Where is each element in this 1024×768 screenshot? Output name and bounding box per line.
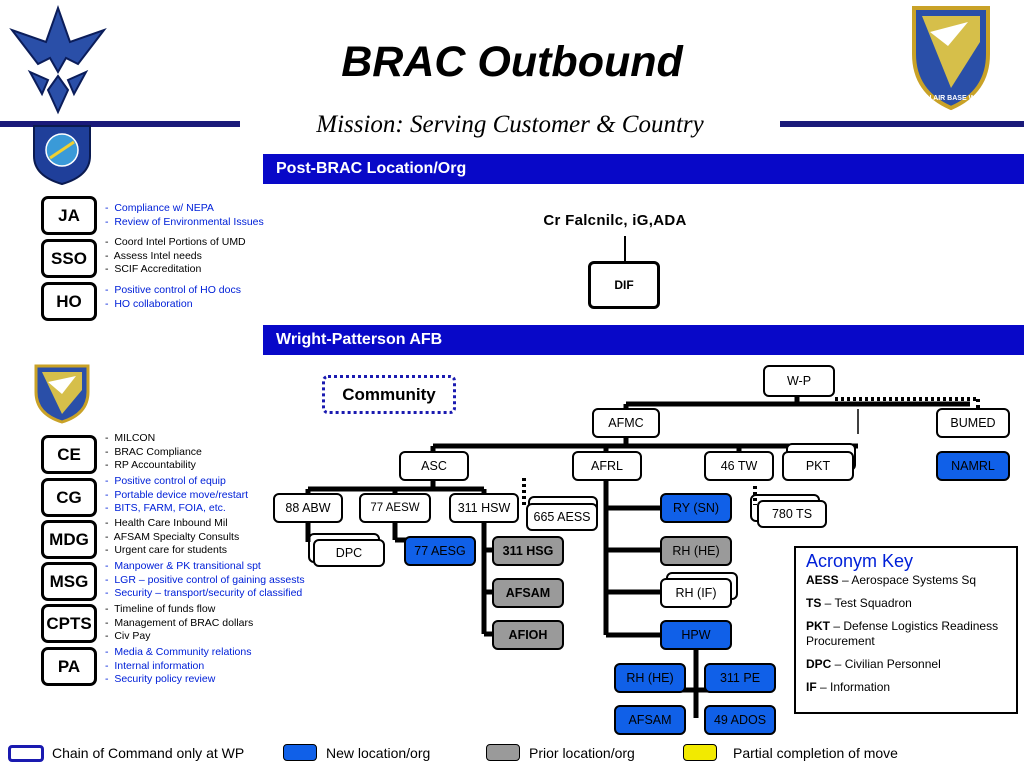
office-sso-items: - Coord Intel Portions of UMD - Assess I… — [105, 236, 246, 277]
acronym-entry: IF – Information — [806, 680, 891, 694]
office-mdg-items: - Health Care Inbound Mil - AFSAM Specia… — [105, 517, 239, 558]
list-item: - Civ Pay — [105, 630, 151, 643]
list-item: - Management of BRAC dollars — [105, 616, 254, 629]
wright-patterson-banner: Wright-Patterson AFB — [263, 325, 1024, 355]
org-311-pe: 311 PE — [704, 663, 776, 693]
list-item: - Portable device move/restart — [105, 488, 248, 501]
acronym-entry: TS – Test Squadron — [806, 596, 912, 610]
list-item: - Timeline of funds flow — [105, 603, 216, 615]
page-title: BRAC Outbound — [341, 38, 683, 86]
org-afrl: AFRL — [572, 451, 642, 481]
list-item: - Media & Community relations — [105, 646, 252, 658]
acronym-entry: DPC – Civilian Personnel — [806, 657, 941, 671]
org-rh-he: RH (HE) — [660, 536, 732, 566]
org-665-aess: 665 AESS — [526, 503, 598, 531]
post-brac-dif-box: DIF — [588, 261, 660, 309]
org-rh-he-new: RH (HE) — [614, 663, 686, 693]
list-item: - Security policy review — [105, 673, 216, 686]
org-afsam: AFSAM — [492, 578, 564, 608]
org-780-ts: 780 TS — [757, 500, 827, 528]
org-46-tw: 46 TW — [704, 451, 774, 481]
legend-label-chain-of-command: Chain of Command only at WP — [52, 745, 245, 761]
org-311-hsw: 311 HSW — [449, 493, 519, 523]
org-ry-sn: RY (SN) — [660, 493, 732, 523]
org-afioh: AFIOH — [492, 620, 564, 650]
office-pa-items: - Media & Community relations - Internal… — [105, 646, 251, 687]
list-item: - Health Care Inbound Mil — [105, 517, 228, 529]
office-mdg: MDG — [41, 520, 97, 559]
legend-label-new: New location/org — [326, 745, 431, 761]
office-ho: HO — [41, 282, 97, 321]
list-item: - SCIF Accreditation — [105, 263, 202, 276]
list-item: - Security – transport/security of class… — [105, 587, 303, 600]
office-ja-items: - Compliance w/ NEPA - Review of Environ… — [105, 202, 264, 229]
legend-swatch-chain-of-command — [8, 745, 44, 762]
legend-swatch-prior — [486, 744, 520, 761]
office-msg: MSG — [41, 562, 97, 601]
list-item: - Review of Environmental Issues — [105, 215, 264, 228]
post-brac-location-label: Cr Falcnilc, iG,ADA — [543, 212, 687, 229]
org-77-aesg: 77 AESG — [404, 536, 476, 566]
org-pkt: PKT — [782, 451, 854, 481]
command-shield-emblem — [33, 125, 91, 186]
list-item: - MILCON — [105, 432, 156, 444]
org-afmc: AFMC — [592, 408, 660, 438]
acronym-entry: AESS – Aerospace Systems Sq — [806, 573, 977, 587]
list-item: - LGR – positive control of gaining asse… — [105, 573, 305, 586]
list-item: - BITS, FARM, FOIA, etc. — [105, 502, 226, 515]
org-afsam-new: AFSAM — [614, 705, 686, 735]
org-77-aesw: 77 AESW — [359, 493, 431, 523]
org-bumed: BUMED — [936, 408, 1010, 438]
acronym-key-title: Acronym Key — [806, 551, 914, 571]
88th-abw-shield-emblem — [34, 364, 90, 424]
svg-text:88TH AIR BASE WING: 88TH AIR BASE WING — [914, 95, 988, 102]
office-ja: JA — [41, 196, 97, 235]
af-wings-logo — [9, 4, 107, 115]
connector — [624, 236, 626, 262]
office-ce-items: - MILCON - BRAC Compliance - RP Accounta… — [105, 432, 202, 473]
list-item: - AFSAM Specialty Consults — [105, 530, 240, 543]
org-311-hsg: 311 HSG — [492, 536, 564, 566]
org-rh-if: RH (IF) — [660, 578, 732, 608]
list-item: - Coord Intel Portions of UMD — [105, 236, 246, 248]
office-sso: SSO — [41, 239, 97, 278]
office-cg: CG — [41, 478, 97, 517]
acronym-key: Acronym Key AESS – Aerospace Systems Sq … — [794, 546, 1018, 714]
list-item: - Manpower & PK transitional spt — [105, 560, 261, 572]
legend-swatch-new — [283, 744, 317, 761]
list-item: - Assess Intel needs — [105, 249, 202, 262]
legend-swatch-partial — [683, 744, 717, 761]
88th-air-base-wing-emblem: 88TH AIR BASE WING — [912, 6, 990, 111]
office-cpts: CPTS — [41, 604, 97, 643]
list-item: - BRAC Compliance — [105, 445, 202, 458]
list-item: - Internal information — [105, 659, 205, 672]
list-item: - Positive control of HO docs — [105, 284, 241, 296]
community-box: Community — [322, 375, 456, 414]
org-49-ados: 49 ADOS — [704, 705, 776, 735]
acronym-entry: PKT – Defense Logistics Readiness Procur… — [806, 619, 999, 648]
office-msg-items: - Manpower & PK transitional spt - LGR –… — [105, 560, 305, 601]
org-hpw: HPW — [660, 620, 732, 650]
office-cpts-items: - Timeline of funds flow - Management of… — [105, 603, 253, 644]
post-brac-banner: Post-BRAC Location/Org — [263, 154, 1024, 184]
org-namrl: NAMRL — [936, 451, 1010, 481]
list-item: - RP Accountability — [105, 459, 196, 472]
org-88-abw: 88 ABW — [273, 493, 343, 523]
org-wp: W-P — [763, 365, 835, 397]
org-asc: ASC — [399, 451, 469, 481]
org-dpc: DPC — [313, 539, 385, 567]
office-cg-items: - Positive control of equip - Portable d… — [105, 475, 248, 516]
office-ce: CE — [41, 435, 97, 474]
office-ho-items: - Positive control of HO docs - HO colla… — [105, 284, 241, 311]
list-item: - HO collaboration — [105, 297, 193, 310]
legend-label-partial: Partial completion of move — [733, 745, 898, 761]
list-item: - Compliance w/ NEPA — [105, 202, 214, 214]
page-subtitle: Mission: Serving Customer & Country — [240, 111, 780, 139]
legend-label-prior: Prior location/org — [529, 745, 635, 761]
list-item: - Positive control of equip — [105, 475, 226, 487]
office-pa: PA — [41, 647, 97, 686]
list-item: - Urgent care for students — [105, 544, 227, 557]
